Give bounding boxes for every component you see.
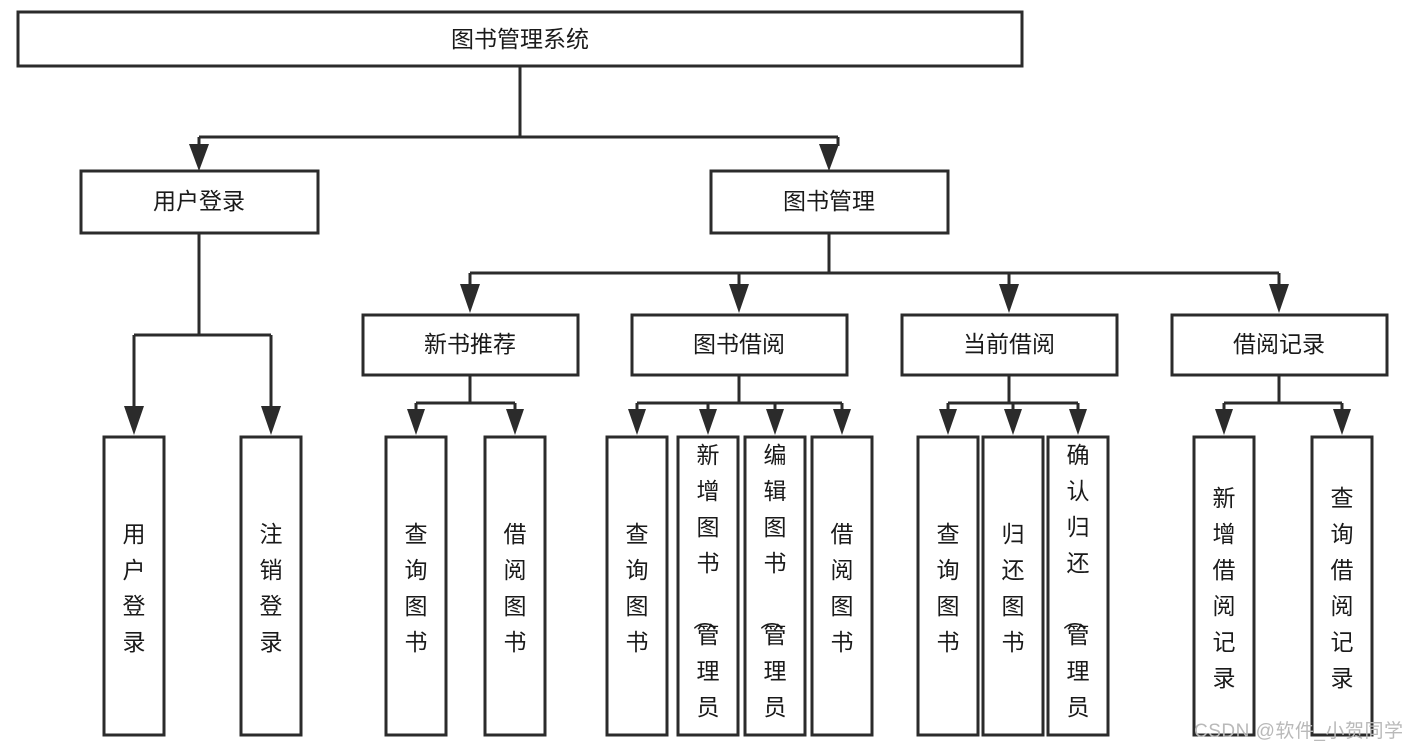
node-leaf-edit-book-label: 编辑图书（管理员） — [759, 442, 787, 747]
node-user-login[interactable]: 用户登录 — [79, 169, 320, 235]
node-leaf-edit-book-box[interactable] — [743, 435, 807, 737]
node-leaf-confirm-return[interactable]: 确认归还（管理员） — [1046, 435, 1110, 747]
node-leaf-query-book-1-label: 查询图书 — [405, 521, 428, 655]
node-leaf-return-book-label: 归还图书 — [1002, 521, 1025, 655]
node-book-borrow-box[interactable] — [630, 313, 849, 377]
node-leaf-borrow-book-1-box[interactable] — [483, 435, 547, 737]
node-user-login-box[interactable] — [79, 169, 320, 235]
arrow-to-leaf-add-record — [1215, 409, 1233, 435]
node-book-manage[interactable]: 图书管理 — [709, 169, 950, 235]
node-new-book-recommend-label: 新书推荐 — [424, 331, 516, 357]
node-leaf-query-book-2[interactable]: 查询图书 — [605, 435, 669, 737]
node-leaf-user-login-box[interactable] — [102, 435, 166, 737]
arrow-to-leaf-add-book — [699, 409, 717, 435]
node-leaf-query-book-3-label: 查询图书 — [937, 521, 960, 655]
arrow-to-leaf-query-book-3 — [939, 409, 957, 435]
node-leaf-add-book-label: 新增图书（管理员） — [692, 442, 720, 747]
arrow-to-new-book-recommend — [460, 284, 480, 313]
node-borrow-record-box[interactable] — [1170, 313, 1389, 377]
arrow-to-leaf-borrow-book-2 — [833, 409, 851, 435]
arrow-to-leaf-user-login — [124, 406, 144, 435]
arrow-to-leaf-query-record — [1333, 409, 1351, 435]
node-user-login-label: 用户登录 — [153, 188, 245, 214]
arrow-to-leaf-confirm-return — [1069, 409, 1087, 435]
node-leaf-query-book-2-box[interactable] — [605, 435, 669, 737]
node-leaf-add-record-label: 新增借阅记录 — [1213, 485, 1236, 691]
arrow-to-user-login — [189, 144, 209, 171]
node-leaf-add-record[interactable]: 新增借阅记录 — [1192, 435, 1256, 737]
node-current-borrow-box[interactable] — [900, 313, 1119, 377]
node-book-manage-label: 图书管理 — [783, 188, 875, 214]
arrow-to-leaf-query-book-2 — [628, 409, 646, 435]
node-leaf-return-book[interactable]: 归还图书 — [981, 435, 1045, 737]
node-leaf-user-login-label: 用户登录 — [123, 521, 146, 655]
arrow-to-book-manage — [819, 144, 839, 171]
node-current-borrow-label: 当前借阅 — [963, 331, 1055, 357]
connector-layer — [124, 66, 1351, 435]
node-leaf-query-book-1[interactable]: 查询图书 — [384, 435, 448, 737]
edge-root-to-bus — [197, 66, 840, 146]
node-leaf-logout[interactable]: 注销登录 — [239, 435, 303, 737]
node-leaf-logout-label: 注销登录 — [260, 521, 283, 655]
arrow-to-leaf-borrow-book-1 — [506, 409, 524, 435]
node-leaf-add-record-box[interactable] — [1192, 435, 1256, 737]
node-leaf-borrow-book-1[interactable]: 借阅图书 — [483, 435, 547, 737]
node-current-borrow[interactable]: 当前借阅 — [900, 313, 1119, 377]
node-new-book-recommend[interactable]: 新书推荐 — [361, 313, 580, 377]
node-leaf-confirm-return-label: 确认归还（管理员） — [1062, 442, 1090, 747]
node-leaf-query-book-2-label: 查询图书 — [626, 521, 649, 655]
edge-user-login-to-bus — [132, 233, 273, 406]
arrow-to-leaf-edit-book — [766, 409, 784, 435]
node-root-label: 图书管理系统 — [451, 26, 589, 52]
node-book-manage-box[interactable] — [709, 169, 950, 235]
node-leaf-borrow-book-2[interactable]: 借阅图书 — [810, 435, 874, 737]
arrow-to-current-borrow — [999, 284, 1019, 313]
edge-new-book-recommend-to-bus — [414, 375, 517, 410]
node-borrow-record[interactable]: 借阅记录 — [1170, 313, 1389, 377]
node-leaf-add-book[interactable]: 新增图书（管理员） — [676, 435, 740, 747]
node-leaf-query-record-label: 查询借阅记录 — [1331, 485, 1354, 691]
arrow-to-book-borrow — [729, 284, 749, 313]
node-book-borrow-label: 图书借阅 — [693, 331, 785, 357]
node-new-book-recommend-box[interactable] — [361, 313, 580, 377]
node-leaf-add-book-box[interactable] — [676, 435, 740, 737]
arrow-to-leaf-query-book-1 — [407, 409, 425, 435]
edge-book-manage-to-bus — [468, 233, 1281, 284]
csdn-watermark: CSDN @软件_小贺同学 — [1194, 721, 1404, 742]
node-leaf-query-book-3-box[interactable] — [916, 435, 980, 737]
node-leaf-edit-book[interactable]: 编辑图书（管理员） — [743, 435, 807, 747]
node-leaf-query-record-box[interactable] — [1310, 435, 1374, 737]
node-leaf-user-login[interactable]: 用户登录 — [102, 435, 166, 737]
node-root-box[interactable] — [16, 10, 1024, 68]
node-leaf-borrow-book-2-label: 借阅图书 — [831, 521, 854, 655]
node-leaf-borrow-book-1-label: 借阅图书 — [504, 521, 527, 655]
node-leaf-logout-box[interactable] — [239, 435, 303, 737]
node-leaf-borrow-book-2-box[interactable] — [810, 435, 874, 737]
node-leaf-query-record[interactable]: 查询借阅记录 — [1310, 435, 1374, 737]
edge-book-borrow-to-bus — [635, 375, 844, 410]
node-leaf-query-book-1-box[interactable] — [384, 435, 448, 737]
node-leaf-return-book-box[interactable] — [981, 435, 1045, 737]
edge-current-borrow-to-bus — [946, 375, 1080, 410]
edge-borrow-record-to-bus — [1222, 375, 1344, 410]
node-borrow-record-label: 借阅记录 — [1233, 331, 1325, 357]
node-book-borrow[interactable]: 图书借阅 — [630, 313, 849, 377]
node-leaf-confirm-return-box[interactable] — [1046, 435, 1110, 737]
arrow-to-leaf-logout — [261, 406, 281, 435]
arrow-to-borrow-record — [1269, 284, 1289, 313]
node-leaf-query-book-3[interactable]: 查询图书 — [916, 435, 980, 737]
arrow-to-leaf-return-book — [1004, 409, 1022, 435]
node-root[interactable]: 图书管理系统 — [16, 10, 1024, 68]
